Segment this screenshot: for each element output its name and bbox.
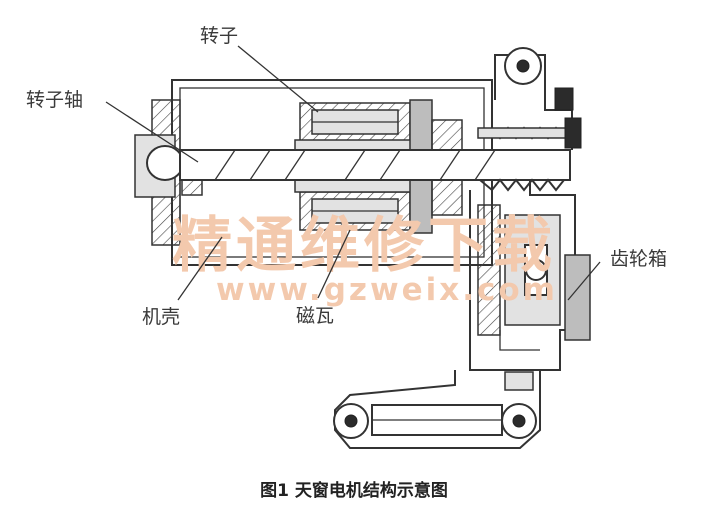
- lower-mount-arm: [333, 370, 541, 449]
- magnet-tiles: [299, 102, 411, 231]
- figure-caption: 图1 天窗电机结构示意图: [260, 480, 448, 501]
- leader-lines: [105, 45, 601, 301]
- label-magnet: 磁瓦: [296, 305, 334, 327]
- gearbox: [469, 180, 591, 371]
- top-mount-bracket: [494, 47, 582, 150]
- watermark-line1: 精通维修下载: [172, 211, 556, 281]
- rotor-shaft: [179, 126, 571, 192]
- watermark-line2: www.gzweix.com: [216, 272, 558, 308]
- watermark: 精通维修下载 www.gzweix.com: [172, 211, 558, 308]
- label-rotor: 转子: [200, 25, 238, 47]
- label-rotor-shaft: 转子轴: [26, 89, 83, 111]
- label-housing: 机壳: [142, 306, 180, 328]
- label-gearbox: 齿轮箱: [610, 248, 667, 270]
